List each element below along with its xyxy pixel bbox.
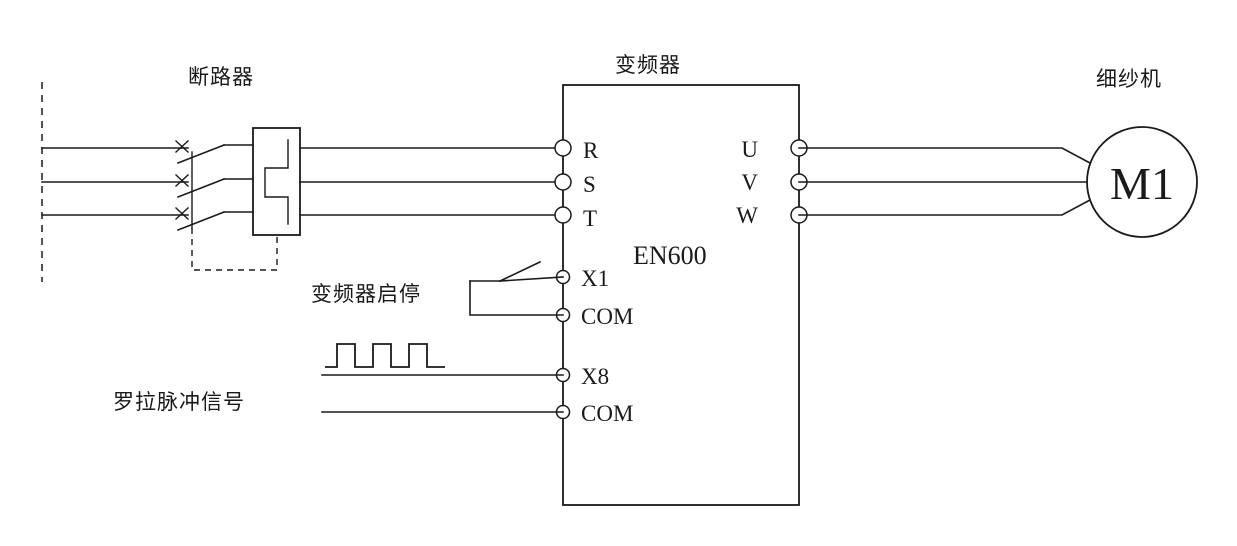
start-stop-switch [469, 260, 564, 316]
start-stop-signal-label: 变频器启停 [311, 282, 421, 306]
inverter-control-terminals [555, 269, 571, 420]
terminal-t-circle [554, 206, 572, 224]
terminal-label-x1: X1 [581, 266, 609, 291]
inverter-to-motor-w [798, 198, 1092, 216]
roller-pulse-signal-label: 罗拉脉冲信号 [113, 390, 245, 414]
terminal-label-s: S [583, 172, 596, 197]
breaker-thermal-element-symbol [264, 139, 289, 225]
inverter-input-terminals [554, 139, 572, 224]
breaker-title-label: 断路器 [188, 65, 254, 89]
isolator-cross-marks [175, 140, 189, 220]
terminal-label-u: U [741, 137, 758, 162]
motor-symbol [1086, 126, 1198, 238]
circuit-breaker-body [252, 127, 301, 236]
inverter-model-label: EN600 [633, 241, 707, 270]
motor-title-label: 细纱机 [1096, 67, 1162, 91]
roller-pulse-waveform-icon [325, 343, 445, 368]
terminal-label-t: T [583, 206, 597, 231]
breaker-trip-linkage [191, 228, 278, 271]
terminal-label-x8: X8 [581, 364, 609, 389]
inverter-body [562, 84, 800, 506]
motor-designation-label: M1 [1110, 158, 1174, 209]
breaker-switch-blades [176, 143, 226, 232]
terminal-label-r: R [583, 138, 599, 163]
terminal-r-circle [554, 139, 572, 157]
terminal-label-w: W [736, 203, 758, 228]
terminal-label-v: V [741, 170, 758, 195]
terminal-label-com-2: COM [581, 401, 633, 426]
inverter-to-motor-u [798, 147, 1092, 165]
terminal-s-circle [554, 173, 572, 191]
inverter-title-label: 变频器 [615, 53, 681, 77]
terminal-label-com-1: COM [581, 304, 633, 329]
